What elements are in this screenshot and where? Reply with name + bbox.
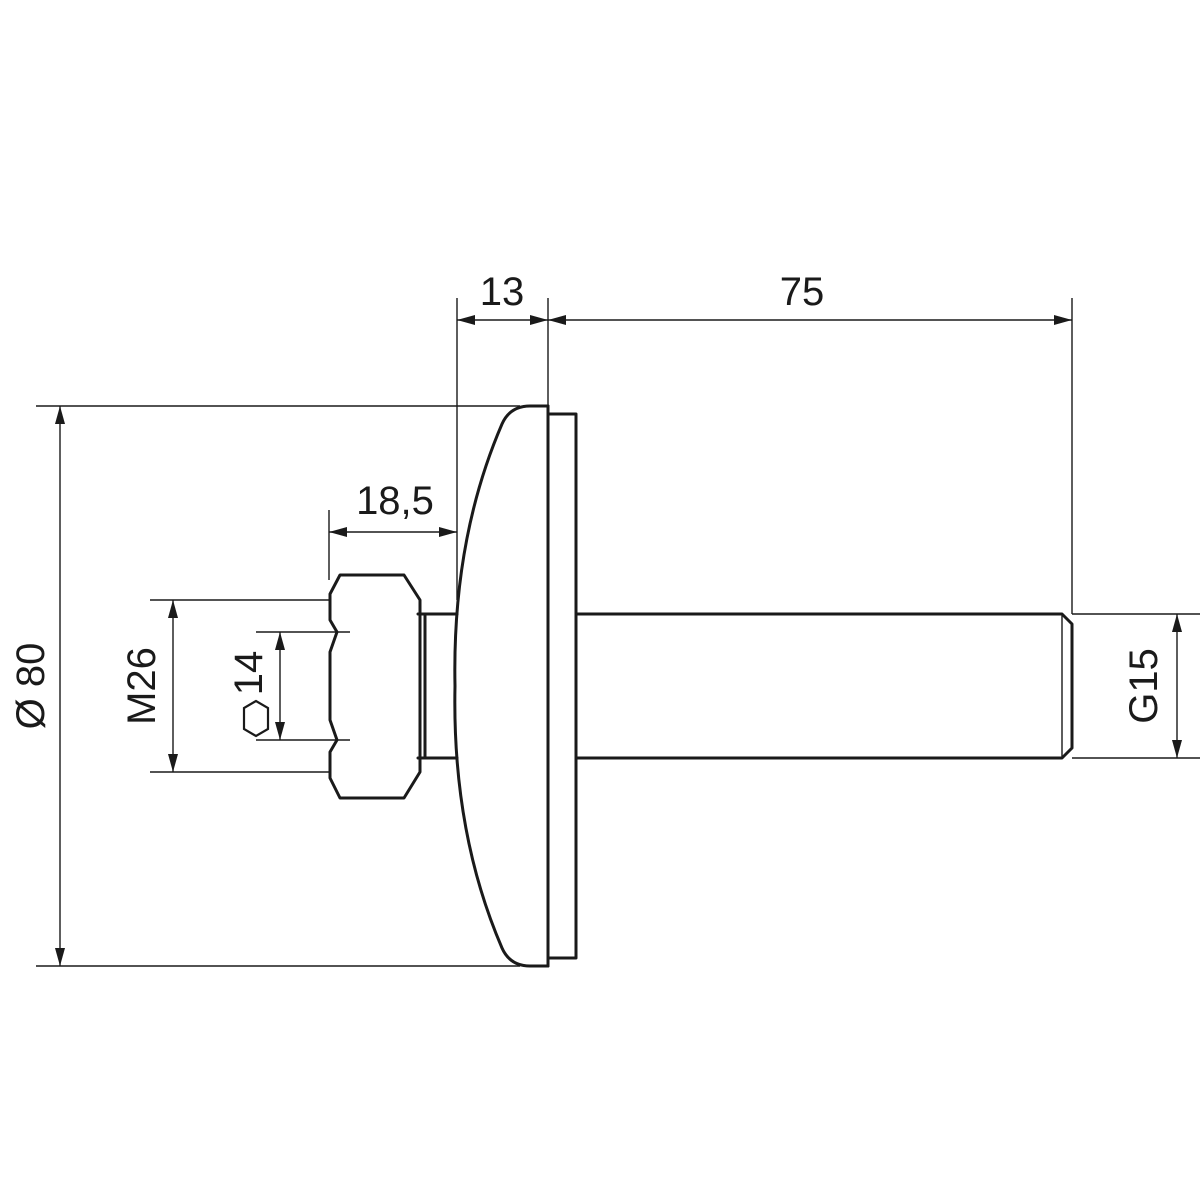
threaded-stem [574,612,1074,760]
dim-13-label: 13 [480,270,525,314]
flange-dome [453,404,550,968]
dim-m26-label: M26 [120,647,164,725]
nut-neck [416,612,459,760]
dim-flange-diameter: Ø 80 [9,405,520,967]
dim-g15-label: G15 [1122,648,1166,724]
flange-ring [546,412,578,960]
dim-flange-thickness: 13 [456,270,549,600]
dim-nut-length: 18,5 [328,479,457,580]
dim-75-label: 75 [780,270,825,314]
dim-diameter-80-label: Ø 80 [9,643,53,730]
part-outline [328,404,1074,968]
dim-18-5-label: 18,5 [356,479,434,523]
dim-stem-length: 75 [548,270,1073,614]
dim-stem-thread: G15 [1072,613,1200,759]
hex-nut [328,573,422,800]
dim-hex-14-label: 14 [227,651,271,696]
dim-nut-thread: M26 [120,599,330,773]
hexagon-icon [242,699,270,738]
dim-hex-size: 14 [227,631,332,741]
